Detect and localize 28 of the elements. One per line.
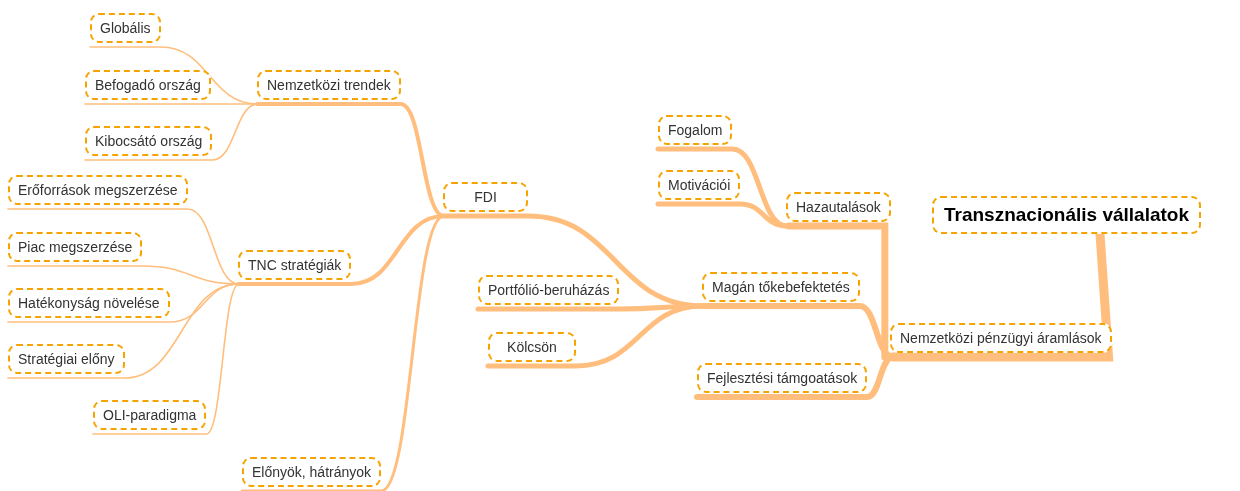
- topic-box: TNC stratégiák: [238, 250, 352, 280]
- branch-line: [92, 283, 240, 435]
- topic-box: Befogadó ország: [85, 70, 211, 100]
- topic-box: Magán tőkebefektetés: [702, 272, 860, 302]
- topic-box: Erőforrások megszerzése: [8, 175, 188, 205]
- topic-box: Piac megszerzése: [8, 232, 143, 262]
- topic-box: Stratégiai előny: [8, 344, 125, 374]
- topic-box: Globális: [90, 13, 161, 43]
- branch-line: [7, 283, 240, 379]
- topic-box: Fejlesztési támgoatások: [697, 363, 868, 393]
- topic-box: Nemzetközi pénzügyi áramlások: [890, 323, 1112, 353]
- central-topic-box: Transznacionális vállalatok: [932, 196, 1201, 234]
- branch-line: [236, 214, 446, 286]
- topic-box: Fogalom: [658, 115, 733, 145]
- topic-box: Motivációi: [658, 170, 741, 200]
- topic-box: Hazautalások: [786, 192, 891, 222]
- topic-box: OLI-paradigma: [93, 400, 207, 430]
- topic-box: Hatékonyság növelése: [8, 288, 170, 318]
- topic-box: Előnyök, hátrányok: [242, 457, 382, 487]
- branch-line: [785, 222, 889, 361]
- topic-box: Kibocsátó ország: [85, 126, 213, 156]
- branch-line: [84, 103, 259, 161]
- topic-box: Nemzetközi trendek: [257, 70, 401, 100]
- topic-box: FDI: [443, 182, 528, 212]
- branch-line: [485, 303, 706, 369]
- branch-line: [655, 201, 790, 229]
- topic-box: Portfólió-beruházás: [478, 275, 620, 305]
- topic-box: Kölcsön: [488, 332, 576, 362]
